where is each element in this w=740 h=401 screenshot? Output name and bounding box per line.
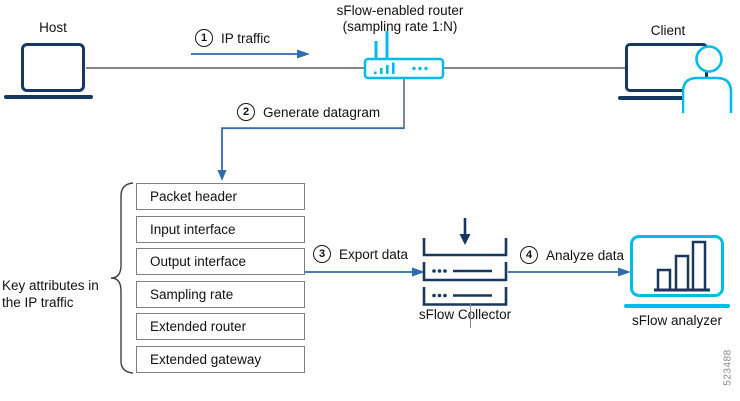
- client-label: Client: [650, 23, 686, 38]
- wireless-router-icon: [363, 31, 445, 80]
- router-label-line1: sFlow-enabled router: [336, 3, 464, 18]
- attribute-box-input-interface: Input interface: [136, 215, 305, 243]
- server-stack-icon: [422, 218, 508, 306]
- router-label-line2: (sampling rate 1:N): [342, 19, 458, 34]
- client-monitor-base-icon: [618, 96, 686, 100]
- laptop-base-icon: [4, 95, 93, 99]
- step-3-label: Export data: [339, 247, 409, 262]
- key-attributes-caption-line1: Key attributes in: [2, 278, 99, 293]
- step-3-badge: 3: [313, 245, 331, 263]
- analyzer-label: sFlow analyzer: [631, 313, 723, 328]
- step-2-badge: 2: [237, 103, 255, 121]
- attribute-box-packet-header: Packet header: [136, 183, 305, 210]
- attribute-box-extended-router: Extended router: [136, 313, 305, 341]
- figure-number: 523488: [722, 349, 734, 386]
- attributes-brace: [110, 182, 134, 374]
- user-icon: [682, 45, 733, 113]
- laptop-icon: [21, 43, 85, 92]
- export-data-arrow: [305, 267, 425, 277]
- step-4-label: Analyze data: [546, 248, 625, 263]
- step-1-label: IP traffic: [221, 31, 271, 46]
- analyze-data-arrow: [508, 267, 631, 277]
- host-label: Host: [39, 20, 67, 35]
- client-monitor-icon: [625, 43, 708, 92]
- key-attributes-caption-line2: the IP traffic: [2, 295, 74, 310]
- collector-label: sFlow Collector: [418, 307, 512, 322]
- generate-datagram-arrow: [217, 78, 405, 181]
- router-label: sFlow-enabled router (sampling rate 1:N): [312, 3, 488, 35]
- attribute-box-extended-gateway: Extended gateway: [136, 346, 305, 373]
- collector-label-divider: [470, 303, 471, 328]
- ip-traffic-arrow: [191, 49, 310, 59]
- step-1-badge: 1: [195, 29, 213, 47]
- step-2-label: Generate datagram: [263, 105, 381, 120]
- attribute-box-sampling-rate: Sampling rate: [136, 280, 305, 308]
- analyzer-monitor-base-icon: [624, 304, 730, 308]
- bar-chart-icon: [654, 240, 710, 292]
- key-attributes-caption: Key attributes in the IP traffic: [2, 277, 120, 311]
- attribute-box-output-interface: Output interface: [136, 248, 305, 276]
- step-4-badge: 4: [520, 246, 538, 264]
